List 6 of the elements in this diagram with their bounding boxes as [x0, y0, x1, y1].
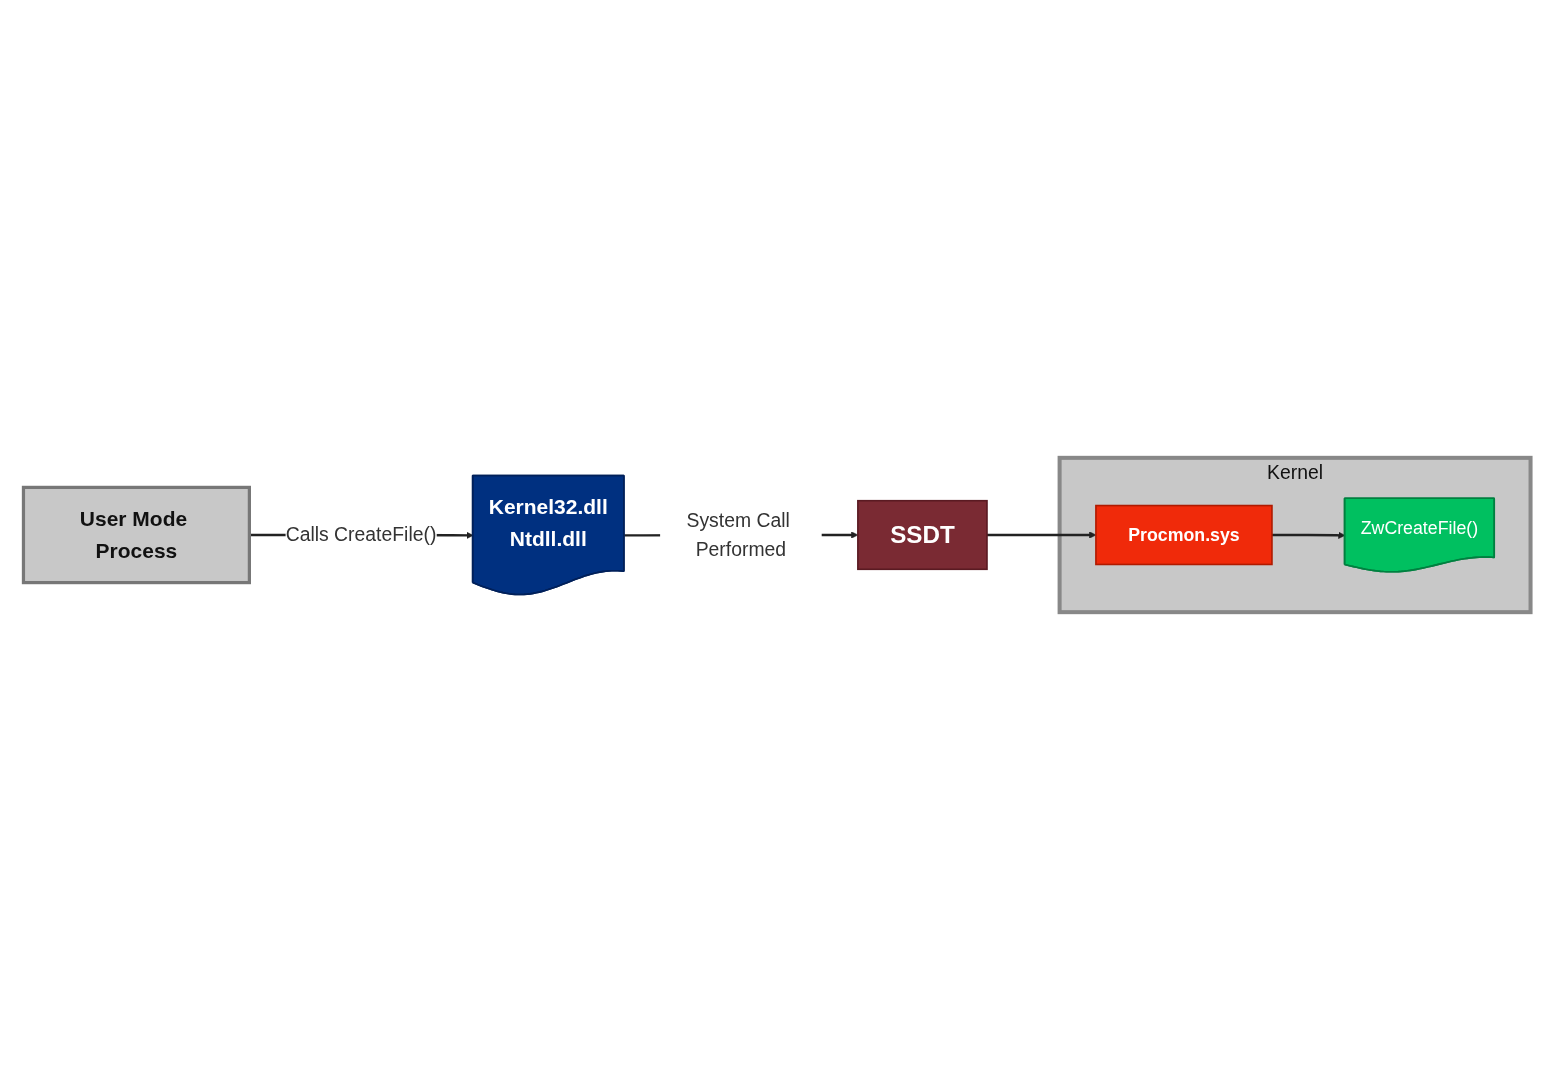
node-box: User Mode Process — [21, 485, 251, 584]
arrow — [1271, 531, 1346, 539]
edge-label: Calls CreateFile() — [285, 523, 437, 545]
node-box: Procmon.sys — [1095, 504, 1273, 565]
node-box: SSDT — [857, 499, 988, 570]
edge-label: System Call Performed — [686, 508, 790, 560]
